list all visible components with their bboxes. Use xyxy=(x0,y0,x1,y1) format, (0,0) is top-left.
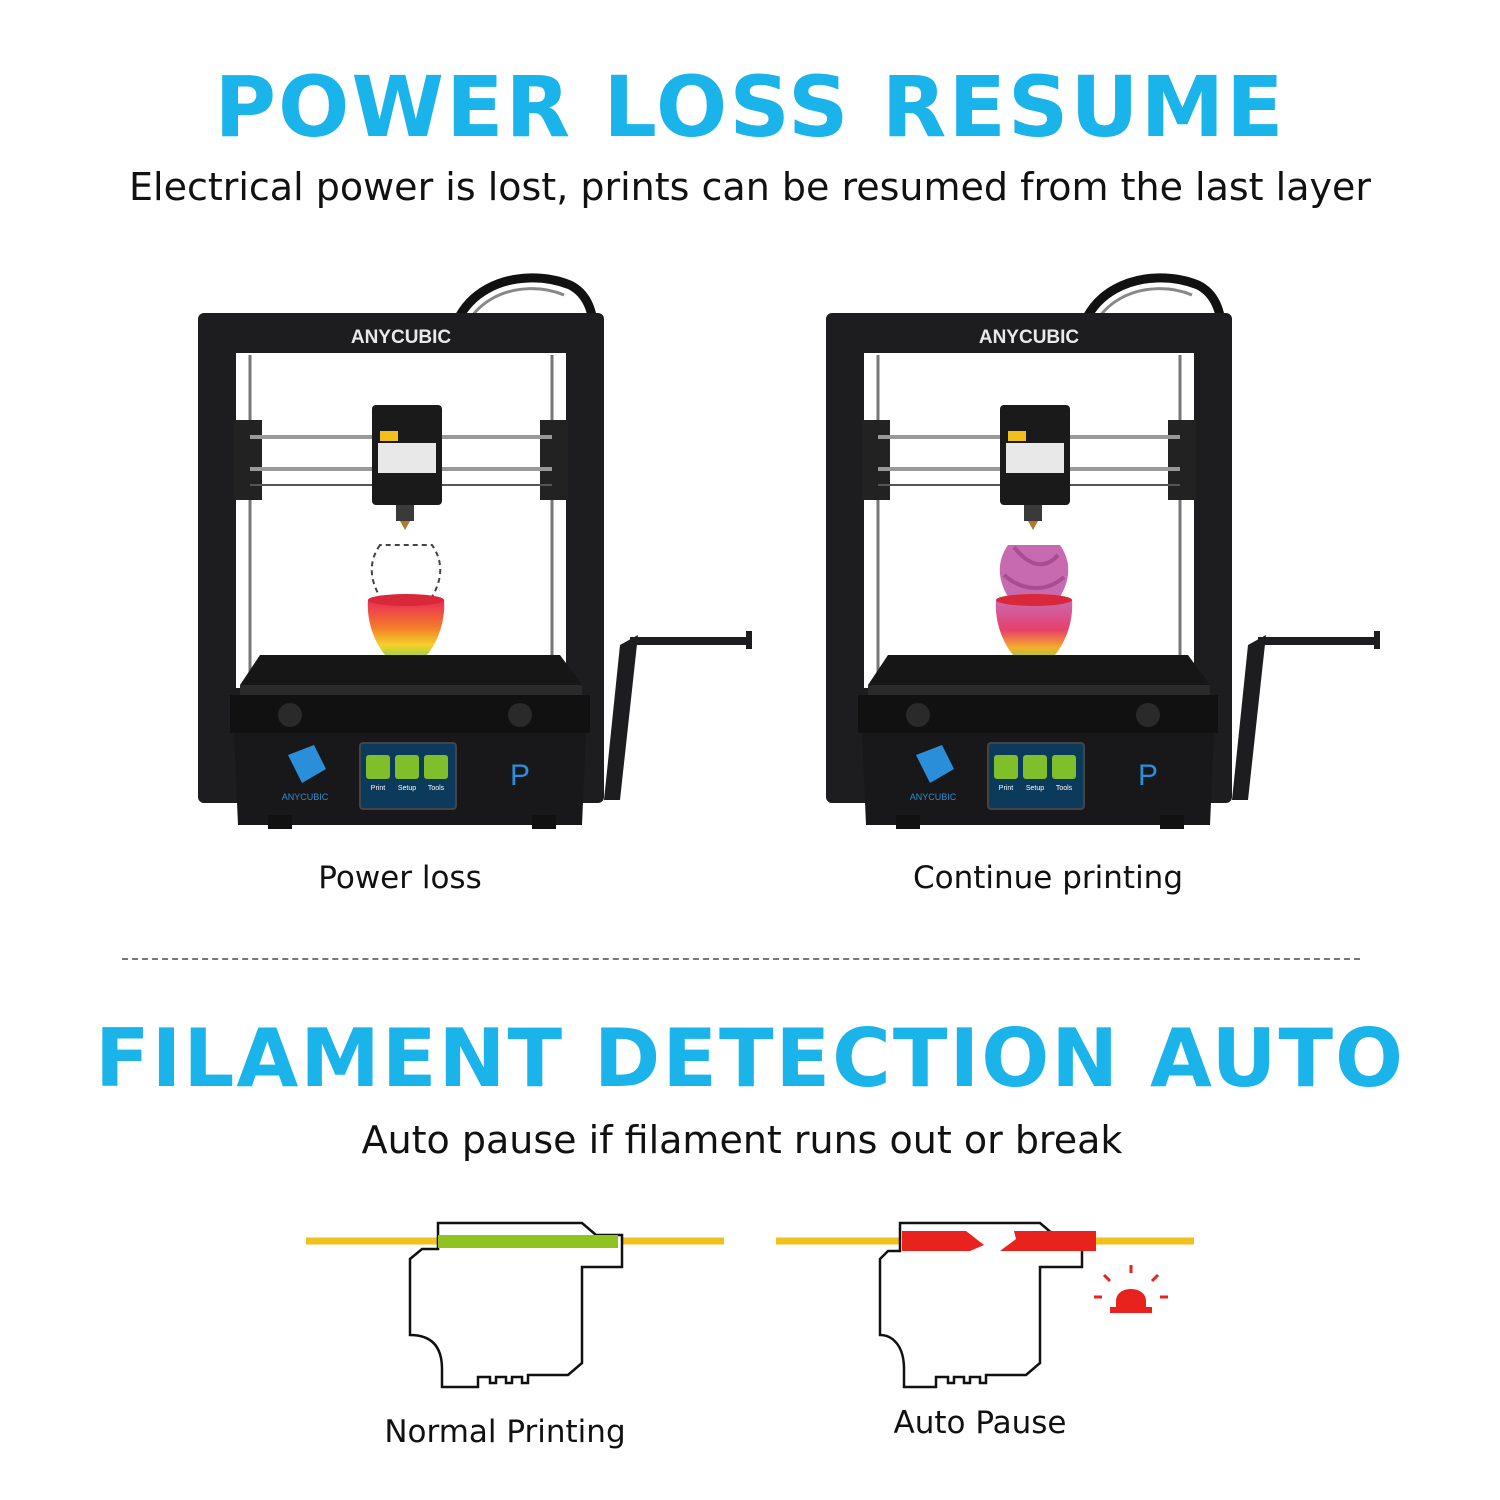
sensor-housing-outline xyxy=(878,1221,1084,1389)
section-divider xyxy=(122,958,1360,960)
printer-power-loss: ANYCUBIC ANYCUBIC xyxy=(198,273,752,829)
diagram-normal-printing xyxy=(306,1221,724,1389)
screen-setup-label: Setup xyxy=(398,785,416,792)
frame-brand-label: ANYCUBIC xyxy=(979,327,1080,348)
panel-brand-label: ANYCUBIC xyxy=(910,792,957,802)
diagram-auto-pause xyxy=(776,1221,1194,1389)
screen-tools-label: Tools xyxy=(1056,785,1073,792)
screen-setup-label: Setup xyxy=(1026,785,1044,792)
alarm-light-icon xyxy=(1094,1265,1168,1313)
power-loss-subtitle: Electrical power is lost, prints can be … xyxy=(129,165,1371,209)
filament-inside-sensor xyxy=(438,1235,618,1248)
screen-print-label: Print xyxy=(371,785,385,792)
caption-continue-printing: Continue printing xyxy=(912,860,1184,896)
sensor-housing-outline xyxy=(408,1221,624,1389)
printer-continue-printing: ANYCUBIC ANYCUBIC Print Setup Tools P xyxy=(826,273,1380,829)
broken-filament-right xyxy=(1000,1231,1096,1251)
caption-power-loss: Power loss xyxy=(318,860,482,896)
panel-brand-label: ANYCUBIC xyxy=(282,792,329,802)
filament-detection-subtitle: Auto pause if filament runs out or break xyxy=(361,1118,1123,1162)
broken-filament-left xyxy=(902,1231,984,1251)
power-loss-title: POWER LOSS RESUME xyxy=(214,58,1286,156)
panel-letter: P xyxy=(510,759,530,792)
frame-brand-label: ANYCUBIC xyxy=(351,327,452,348)
screen-tools-label: Tools xyxy=(428,785,445,792)
caption-normal-printing: Normal Printing xyxy=(384,1414,626,1450)
panel-letter: P xyxy=(1138,759,1158,792)
caption-auto-pause: Auto Pause xyxy=(893,1405,1067,1441)
filament-detection-title: FILAMENT DETECTION AUTO xyxy=(94,1012,1406,1105)
screen-print-label: Print xyxy=(999,785,1013,792)
